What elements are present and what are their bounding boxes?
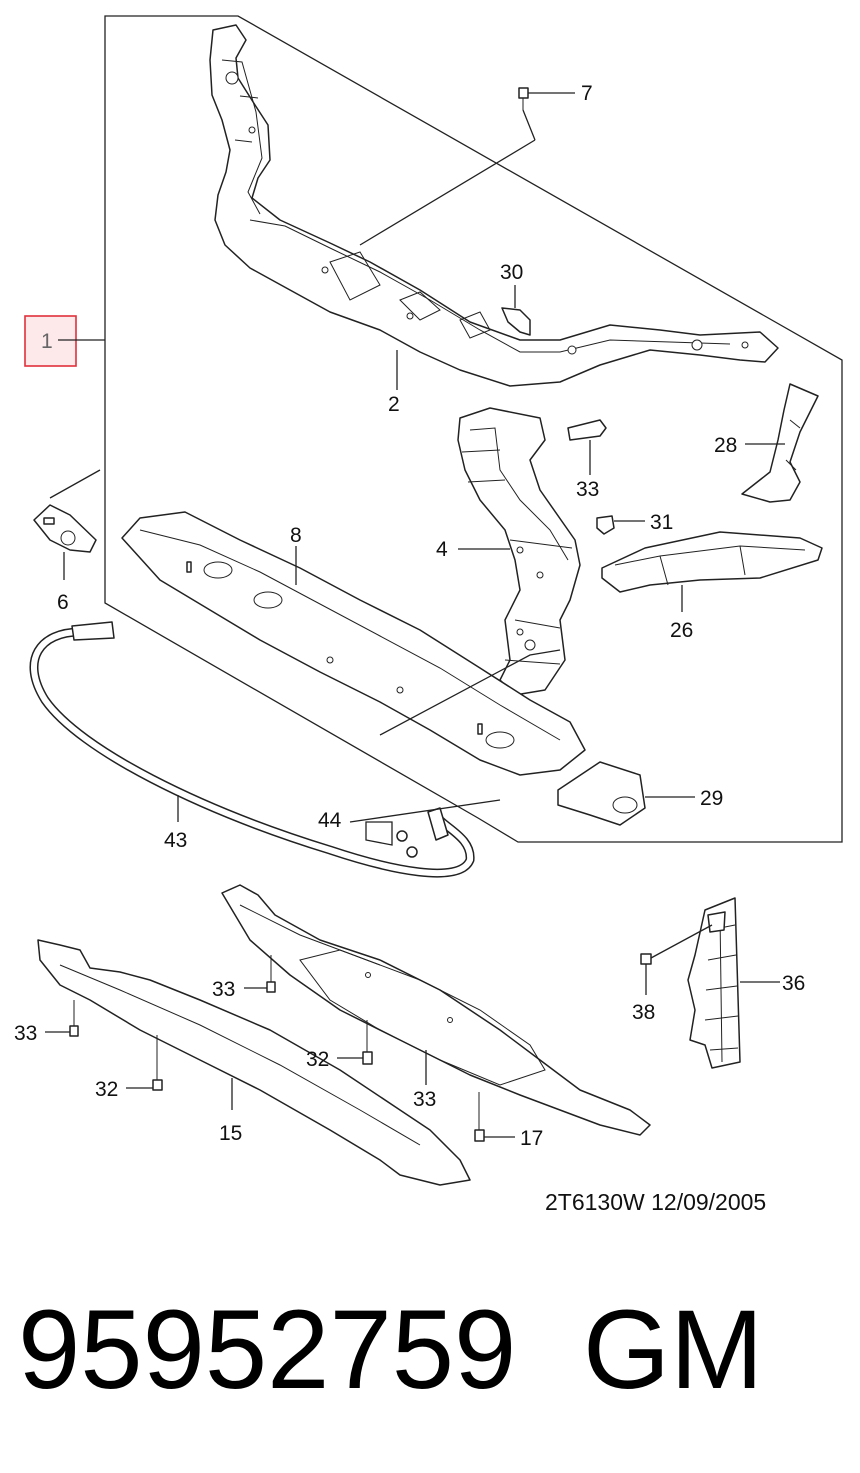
callout-33-center: 33 <box>212 978 235 1001</box>
bracket-28 <box>741 383 819 503</box>
callout-32-center: 32 <box>306 1048 329 1071</box>
bolt-17 <box>474 1092 485 1142</box>
hood-release-cable-43 <box>29 621 475 878</box>
bracket-29 <box>557 761 646 826</box>
assembly-outline <box>104 15 843 843</box>
bracket-6 <box>33 504 97 553</box>
bolt-40 <box>640 953 652 965</box>
callout-32-left: 32 <box>95 1078 118 1101</box>
bolt-32-center <box>362 1020 373 1065</box>
bolt-32-left <box>152 1035 163 1091</box>
assembly-callout-label: 1 <box>41 330 53 353</box>
callout-44: 44 <box>318 809 342 832</box>
clip-31 <box>596 515 615 535</box>
callout-38: 33 <box>413 1088 436 1111</box>
callout-4: 4 <box>436 538 448 561</box>
callout-36: 33 <box>576 478 599 501</box>
callout-6: 6 <box>57 591 69 614</box>
bracket-26 <box>601 531 823 593</box>
lower-shield-15 <box>37 939 471 1186</box>
air-deflector-39 <box>687 897 741 1069</box>
under-cover-38 <box>221 884 651 1136</box>
callout-43: 43 <box>164 829 187 852</box>
callout-15: 15 <box>219 1122 242 1145</box>
callout-39: 36 <box>782 972 805 995</box>
assembly-callout-box[interactable] <box>24 315 77 367</box>
bracket-30 <box>501 307 531 336</box>
bolt-33-center <box>266 955 276 993</box>
bolt-33-left <box>69 1000 79 1037</box>
callout-31: 31 <box>650 511 673 534</box>
drawing-code: 2T6130W 12/09/2005 <box>545 1189 766 1215</box>
side-support-4 <box>457 407 581 696</box>
upper-support-rail <box>209 24 779 387</box>
callout-8: 8 <box>290 524 302 547</box>
part-number: 95952759 <box>18 1287 516 1412</box>
callout-2: 2 <box>388 393 400 416</box>
callout-33-left: 33 <box>14 1022 37 1045</box>
callout-40: 38 <box>632 1001 655 1024</box>
callout-26: 26 <box>670 619 693 642</box>
callout-29: 29 <box>700 787 723 810</box>
clip-44 <box>396 830 418 858</box>
callout-7: 7 <box>581 82 593 105</box>
brand-name: GM <box>583 1287 763 1412</box>
bracket-36 <box>567 419 607 441</box>
bolt-7 <box>518 87 529 110</box>
callout-17: 17 <box>520 1127 543 1150</box>
callout-30: 30 <box>500 261 523 284</box>
lower-tie-bar-8 <box>121 511 586 776</box>
callout-28: 28 <box>714 434 737 457</box>
